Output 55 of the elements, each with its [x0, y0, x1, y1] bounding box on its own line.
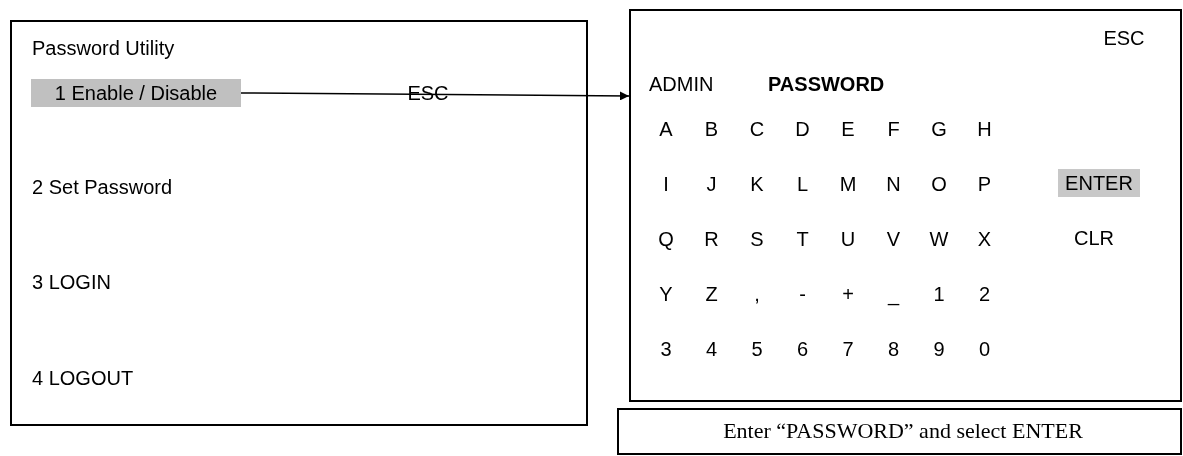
heading: Password Utility — [32, 38, 175, 58]
key-label: _ — [887, 284, 900, 304]
key-label: M — [839, 174, 857, 194]
menu-item: 1 Enable / Disable — [31, 79, 241, 107]
key-label: G — [931, 119, 947, 139]
key-label: S — [750, 229, 764, 249]
caption-box — [617, 408, 1182, 455]
key-label: H — [977, 119, 992, 139]
key-label: B — [704, 119, 719, 139]
key-label: V — [886, 229, 901, 249]
menu-label: 3 LOGIN — [32, 272, 111, 292]
key-label: W — [929, 229, 949, 249]
key-label: F — [887, 119, 900, 139]
menu-label: CLR — [1074, 228, 1114, 248]
key-label: O — [931, 174, 947, 194]
key-label: - — [799, 284, 806, 304]
arrow — [240, 91, 630, 101]
key-label: 2 — [978, 284, 991, 304]
key-label: R — [704, 229, 719, 249]
screen-title: ADMIN — [649, 74, 714, 94]
key-label: L — [796, 174, 809, 194]
key-label: J — [706, 174, 717, 194]
key-label: I — [663, 174, 669, 194]
key-label: U — [840, 229, 856, 249]
key-label: , — [754, 284, 760, 304]
key-label: K — [750, 174, 764, 194]
key-label: 5 — [751, 339, 763, 359]
key-label: 8 — [887, 339, 900, 359]
key-label: 6 — [796, 339, 809, 359]
key-label: Z — [705, 284, 718, 304]
key-label: P — [977, 174, 992, 194]
key-label: + — [842, 284, 854, 304]
menu-item: ENTER — [1058, 169, 1140, 197]
key-label: A — [659, 119, 673, 139]
menu-label: 2 Set Password — [32, 177, 173, 197]
key-label: X — [977, 229, 992, 249]
key-label: E — [841, 119, 855, 139]
key-label: D — [795, 119, 810, 139]
key-label: 3 — [660, 339, 672, 359]
key-label: Y — [659, 284, 673, 304]
key-label: C — [749, 119, 765, 139]
key-label: N — [886, 174, 901, 194]
key-label: 7 — [842, 339, 854, 359]
screen-title: PASSWORD — [768, 74, 885, 94]
key-label: 9 — [933, 339, 945, 359]
screen-panel — [10, 20, 588, 426]
key-label: 4 — [705, 339, 718, 359]
screen-panel — [629, 9, 1182, 402]
caption-text: Enter “PASSWORD” and select ENTER — [723, 420, 1083, 442]
menu-label: ESC — [1103, 28, 1145, 48]
key-label: 0 — [978, 339, 991, 359]
menu-label: 4 LOGOUT — [32, 368, 134, 388]
key-label: 1 — [933, 284, 945, 304]
key-label: T — [796, 229, 809, 249]
key-label: Q — [658, 229, 674, 249]
